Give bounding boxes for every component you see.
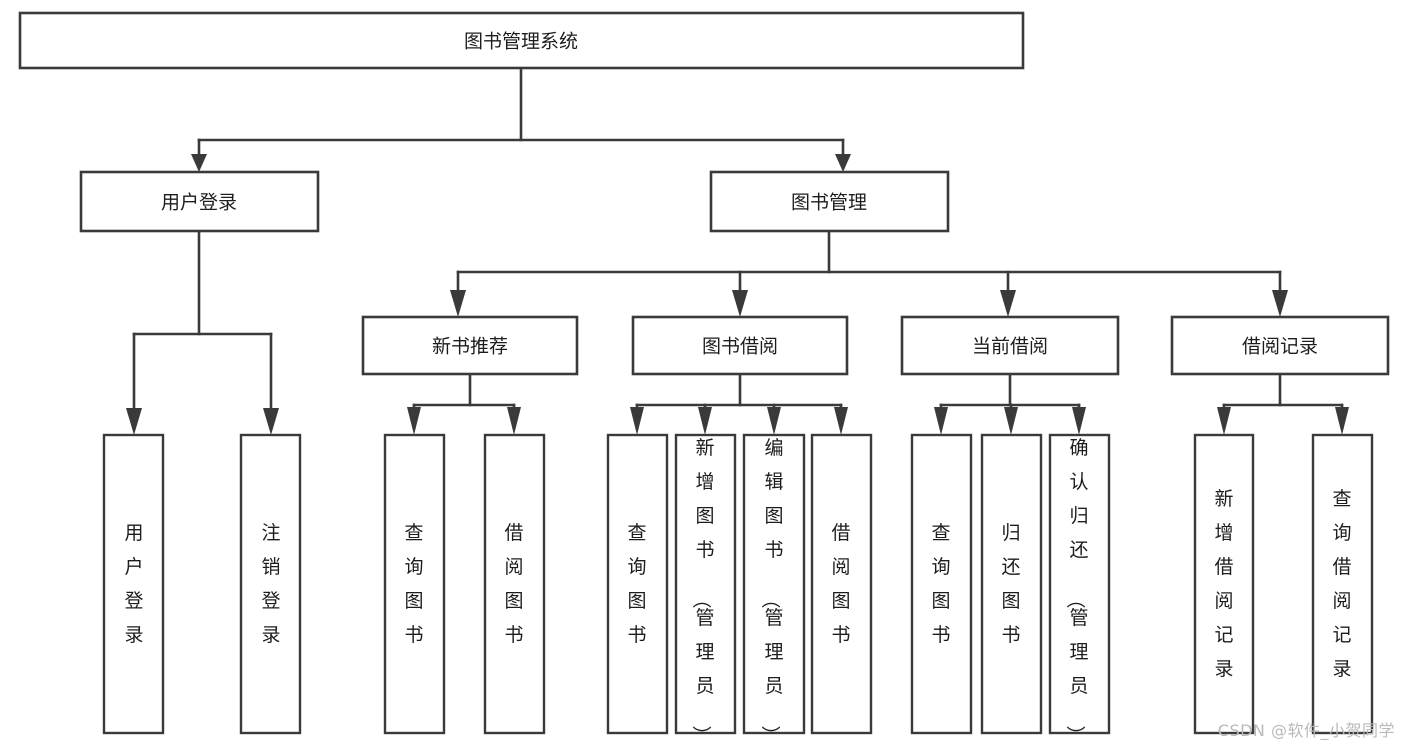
arrowhead-leaf-borrow-book-1: [507, 407, 521, 435]
node-user-login[interactable]: 用户登录: [79, 170, 320, 233]
connector-group-root: [191, 66, 851, 172]
node-borrow-record[interactable]: 借阅记录: [1170, 315, 1390, 376]
node-leaf-confirm-return-label: 确认归还（管理员）: [1064, 437, 1088, 745]
node-leaf-query-record[interactable]: 查询借阅记录: [1311, 433, 1374, 735]
node-leaf-user-login[interactable]: 用户登录: [102, 433, 165, 735]
node-leaf-query-book-1-box[interactable]: [383, 433, 446, 735]
connector-group-book-borrow: [630, 372, 848, 435]
arrowhead-leaf-add-record: [1217, 407, 1231, 435]
arrowhead-leaf-return-book: [1004, 407, 1018, 435]
node-leaf-add-record-box[interactable]: [1193, 433, 1255, 735]
node-leaf-edit-book[interactable]: 编辑图书（管理员）: [742, 433, 806, 745]
arrowhead-leaf-confirm-return: [1072, 407, 1086, 435]
node-borrow-record-box[interactable]: [1170, 315, 1390, 376]
node-leaf-query-book-1[interactable]: 查询图书: [383, 433, 446, 735]
node-leaf-borrow-book-2[interactable]: 借阅图书: [810, 433, 873, 735]
node-new-book-rec-box[interactable]: [361, 315, 579, 376]
node-book-manage[interactable]: 图书管理: [709, 170, 950, 233]
arrowhead-leaf-query-book-2: [630, 407, 644, 435]
arrowhead-leaf-query-record: [1335, 407, 1349, 435]
node-root[interactable]: 图书管理系统: [18, 11, 1025, 70]
arrowhead-user-login: [191, 154, 207, 172]
connector-group-book-manage: [450, 229, 1288, 317]
node-leaf-add-record[interactable]: 新增借阅记录: [1193, 433, 1255, 735]
arrowhead-leaf-edit-book: [767, 407, 781, 435]
connector-group-current-borrow: [934, 372, 1086, 435]
node-user-login-label: 用户登录: [161, 192, 237, 214]
node-leaf-query-record-label: 查询借阅记录: [1332, 488, 1351, 680]
node-leaf-query-book-2-box[interactable]: [606, 433, 669, 735]
arrowhead-book-borrow: [732, 290, 748, 317]
node-leaf-edit-book-box[interactable]: [742, 433, 806, 735]
node-root-label: 图书管理系统: [464, 31, 578, 53]
node-leaf-query-record-box[interactable]: [1311, 433, 1374, 735]
arrowhead-new-book-rec: [450, 290, 466, 317]
arrowhead-current-borrow: [1000, 290, 1016, 317]
node-leaf-user-logout-box[interactable]: [239, 433, 302, 735]
node-new-book-rec[interactable]: 新书推荐: [361, 315, 579, 376]
node-leaf-borrow-book-1-label: 借阅图书: [504, 522, 523, 646]
node-current-borrow[interactable]: 当前借阅: [900, 315, 1120, 376]
arrowhead-borrow-record: [1272, 290, 1288, 317]
node-leaf-user-login-box[interactable]: [102, 433, 165, 735]
node-book-manage-box[interactable]: [709, 170, 950, 233]
node-borrow-record-label: 借阅记录: [1242, 336, 1318, 358]
node-leaf-add-record-label: 新增借阅记录: [1214, 488, 1233, 680]
node-leaf-query-book-2[interactable]: 查询图书: [606, 433, 669, 735]
node-leaf-query-book-2-label: 查询图书: [627, 522, 646, 646]
node-book-borrow-box[interactable]: [631, 315, 849, 376]
node-leaf-borrow-book-2-box[interactable]: [810, 433, 873, 735]
node-user-login-box[interactable]: [79, 170, 320, 233]
connector-group-user-login: [126, 229, 279, 435]
node-leaf-user-logout[interactable]: 注销登录: [239, 433, 302, 735]
leaf-nodes: 用户登录 注销登录 查询图书 借阅图书 查询图书 新增图书（管理员）: [102, 433, 1374, 745]
node-leaf-borrow-book-1[interactable]: 借阅图书: [483, 433, 546, 735]
connector-group-borrow-record: [1217, 372, 1349, 435]
node-leaf-add-book-label: 新增图书（管理员）: [690, 437, 714, 745]
arrowhead-book-manage: [835, 154, 851, 172]
arrowhead-leaf-borrow-book-2: [834, 407, 848, 435]
node-leaf-query-book-3[interactable]: 查询图书: [910, 433, 973, 735]
node-leaf-user-logout-label: 注销登录: [261, 522, 280, 646]
node-leaf-borrow-book-1-box[interactable]: [483, 433, 546, 735]
node-current-borrow-label: 当前借阅: [972, 336, 1048, 358]
arrowhead-leaf-add-book: [698, 407, 712, 435]
node-leaf-borrow-book-2-label: 借阅图书: [831, 522, 850, 646]
arrowhead-leaf-user-login: [126, 408, 142, 435]
node-leaf-edit-book-label: 编辑图书（管理员）: [759, 437, 783, 745]
node-leaf-query-book-3-box[interactable]: [910, 433, 973, 735]
node-leaf-query-book-1-label: 查询图书: [404, 522, 423, 646]
node-book-manage-label: 图书管理: [791, 192, 867, 214]
node-book-borrow-label: 图书借阅: [702, 336, 778, 358]
node-leaf-user-login-label: 用户登录: [124, 522, 143, 646]
node-leaf-add-book[interactable]: 新增图书（管理员）: [674, 433, 737, 745]
node-leaf-return-book[interactable]: 归还图书: [980, 433, 1043, 735]
arrowhead-leaf-user-logout: [263, 408, 279, 435]
node-leaf-return-book-box[interactable]: [980, 433, 1043, 735]
node-leaf-confirm-return[interactable]: 确认归还（管理员）: [1048, 433, 1111, 745]
node-root-box[interactable]: [18, 11, 1025, 70]
arrowhead-leaf-query-book-1: [407, 407, 421, 435]
arrowhead-leaf-query-book-3: [934, 407, 948, 435]
node-leaf-confirm-return-box[interactable]: [1048, 433, 1111, 735]
node-new-book-rec-label: 新书推荐: [432, 336, 508, 358]
node-leaf-add-book-box[interactable]: [674, 433, 737, 735]
node-book-borrow[interactable]: 图书借阅: [631, 315, 849, 376]
connector-group-new-book-rec: [407, 372, 521, 435]
node-current-borrow-box[interactable]: [900, 315, 1120, 376]
node-leaf-return-book-label: 归还图书: [1001, 522, 1020, 646]
node-leaf-query-book-3-label: 查询图书: [931, 522, 950, 646]
